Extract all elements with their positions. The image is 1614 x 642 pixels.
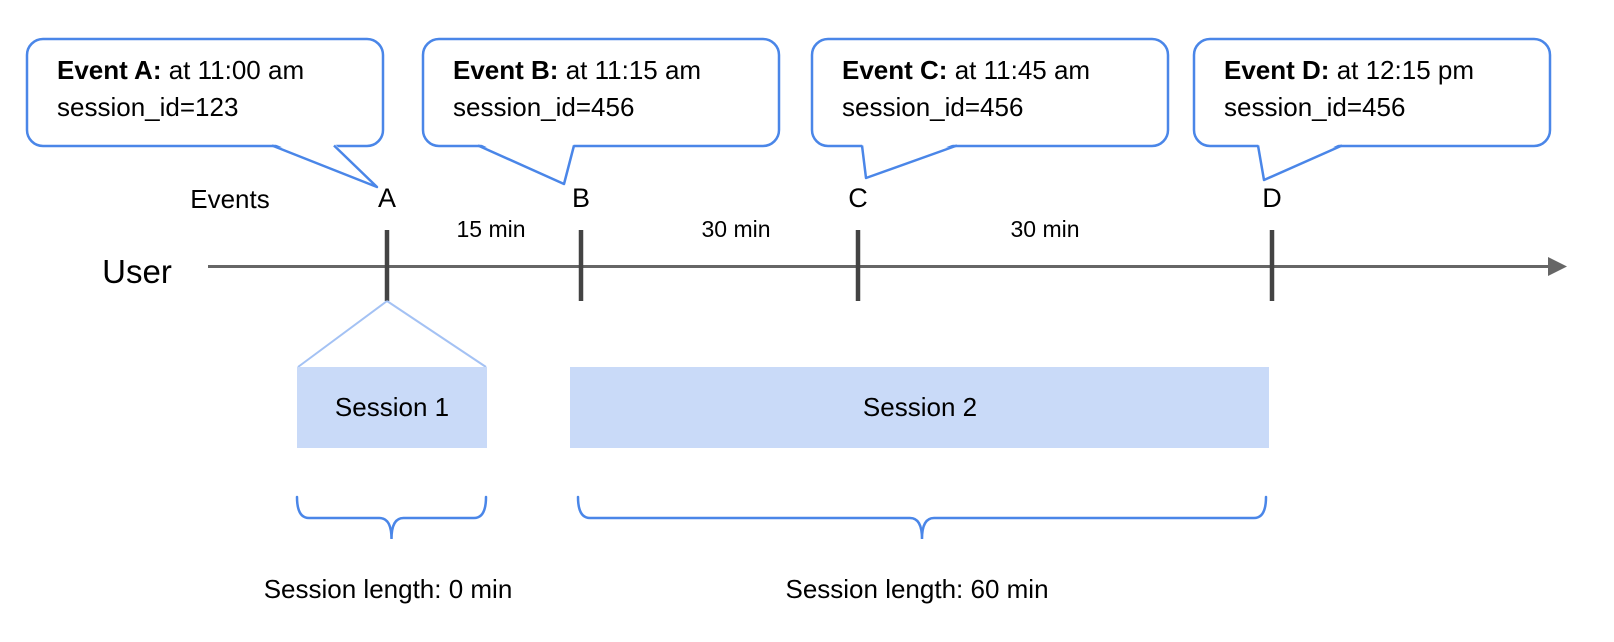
interval-label-c-d: 30 min <box>1010 216 1080 242</box>
session-1-box <box>297 367 487 448</box>
session-1-length-label: Session length: 0 min <box>263 574 513 604</box>
callout-d-bubble-shape <box>1192 37 1552 148</box>
callout-a-tail <box>271 144 379 189</box>
callout-b-tail <box>477 144 576 186</box>
event-c-time: at 11:45 am <box>947 55 1091 85</box>
event-b-title: Event B: <box>453 55 559 85</box>
callout-a-bubble-shape <box>25 37 385 148</box>
event-mark-label-a: A <box>377 183 397 213</box>
event-a-time: at 11:00 am <box>161 55 305 85</box>
session-1-funnel-right <box>386 300 487 368</box>
callout-d-tail <box>1256 144 1343 182</box>
session-1-box-label: Session 1 <box>334 392 450 422</box>
session-1-funnel-left <box>297 300 388 368</box>
interval-label-a-b: 15 min <box>456 216 526 242</box>
event-b-session-id: session_id=456 <box>453 92 635 122</box>
callout-a-line1: Event A: at 11:00 am <box>57 52 304 89</box>
callout-c-line1: Event C: at 11:45 am <box>842 52 1090 89</box>
event-b-time: at 11:15 am <box>558 55 702 85</box>
event-d-time: at 12:15 pm <box>1329 55 1475 85</box>
callout-d-tail-fill <box>1258 143 1342 180</box>
callout-a-text: Event A: at 11:00 am session_id=123 <box>57 52 304 126</box>
event-a-session-id: session_id=123 <box>57 92 239 122</box>
session-2-box <box>570 367 1269 448</box>
event-c-session-id: session_id=456 <box>842 92 1024 122</box>
event-c-title: Event C: <box>842 55 948 85</box>
callout-b-bubble-shape <box>421 37 781 148</box>
user-axis-label: User <box>102 253 172 290</box>
timeline-arrowhead <box>1548 257 1567 276</box>
session-1-brace <box>295 495 488 540</box>
callout-c-tail-fill <box>862 143 957 178</box>
session-2-box-label: Session 2 <box>862 392 978 422</box>
callout-b-text: Event B: at 11:15 am session_id=456 <box>453 52 701 126</box>
callout-d-text: Event D: at 12:15 pm session_id=456 <box>1224 52 1474 126</box>
event-a-title: Event A: <box>57 55 162 85</box>
event-mark-label-b: B <box>571 183 591 213</box>
interval-label-b-c: 30 min <box>701 216 771 242</box>
event-d-session-id: session_id=456 <box>1224 92 1406 122</box>
callout-c-tail <box>860 144 958 180</box>
event-mark-label-d: D <box>1262 183 1282 213</box>
callout-c-bubble-shape <box>810 37 1170 148</box>
session-2-length-label: Session length: 60 min <box>785 574 1049 604</box>
event-mark-label-c: C <box>848 183 868 213</box>
event-d-title: Event D: <box>1224 55 1330 85</box>
callout-c-text: Event C: at 11:45 am session_id=456 <box>842 52 1090 126</box>
callout-b-tail-fill <box>478 143 574 184</box>
events-axis-label: Events <box>190 184 270 214</box>
session-2-brace <box>576 495 1268 540</box>
callout-b-line1: Event B: at 11:15 am <box>453 52 701 89</box>
callout-d-line1: Event D: at 12:15 pm <box>1224 52 1474 89</box>
